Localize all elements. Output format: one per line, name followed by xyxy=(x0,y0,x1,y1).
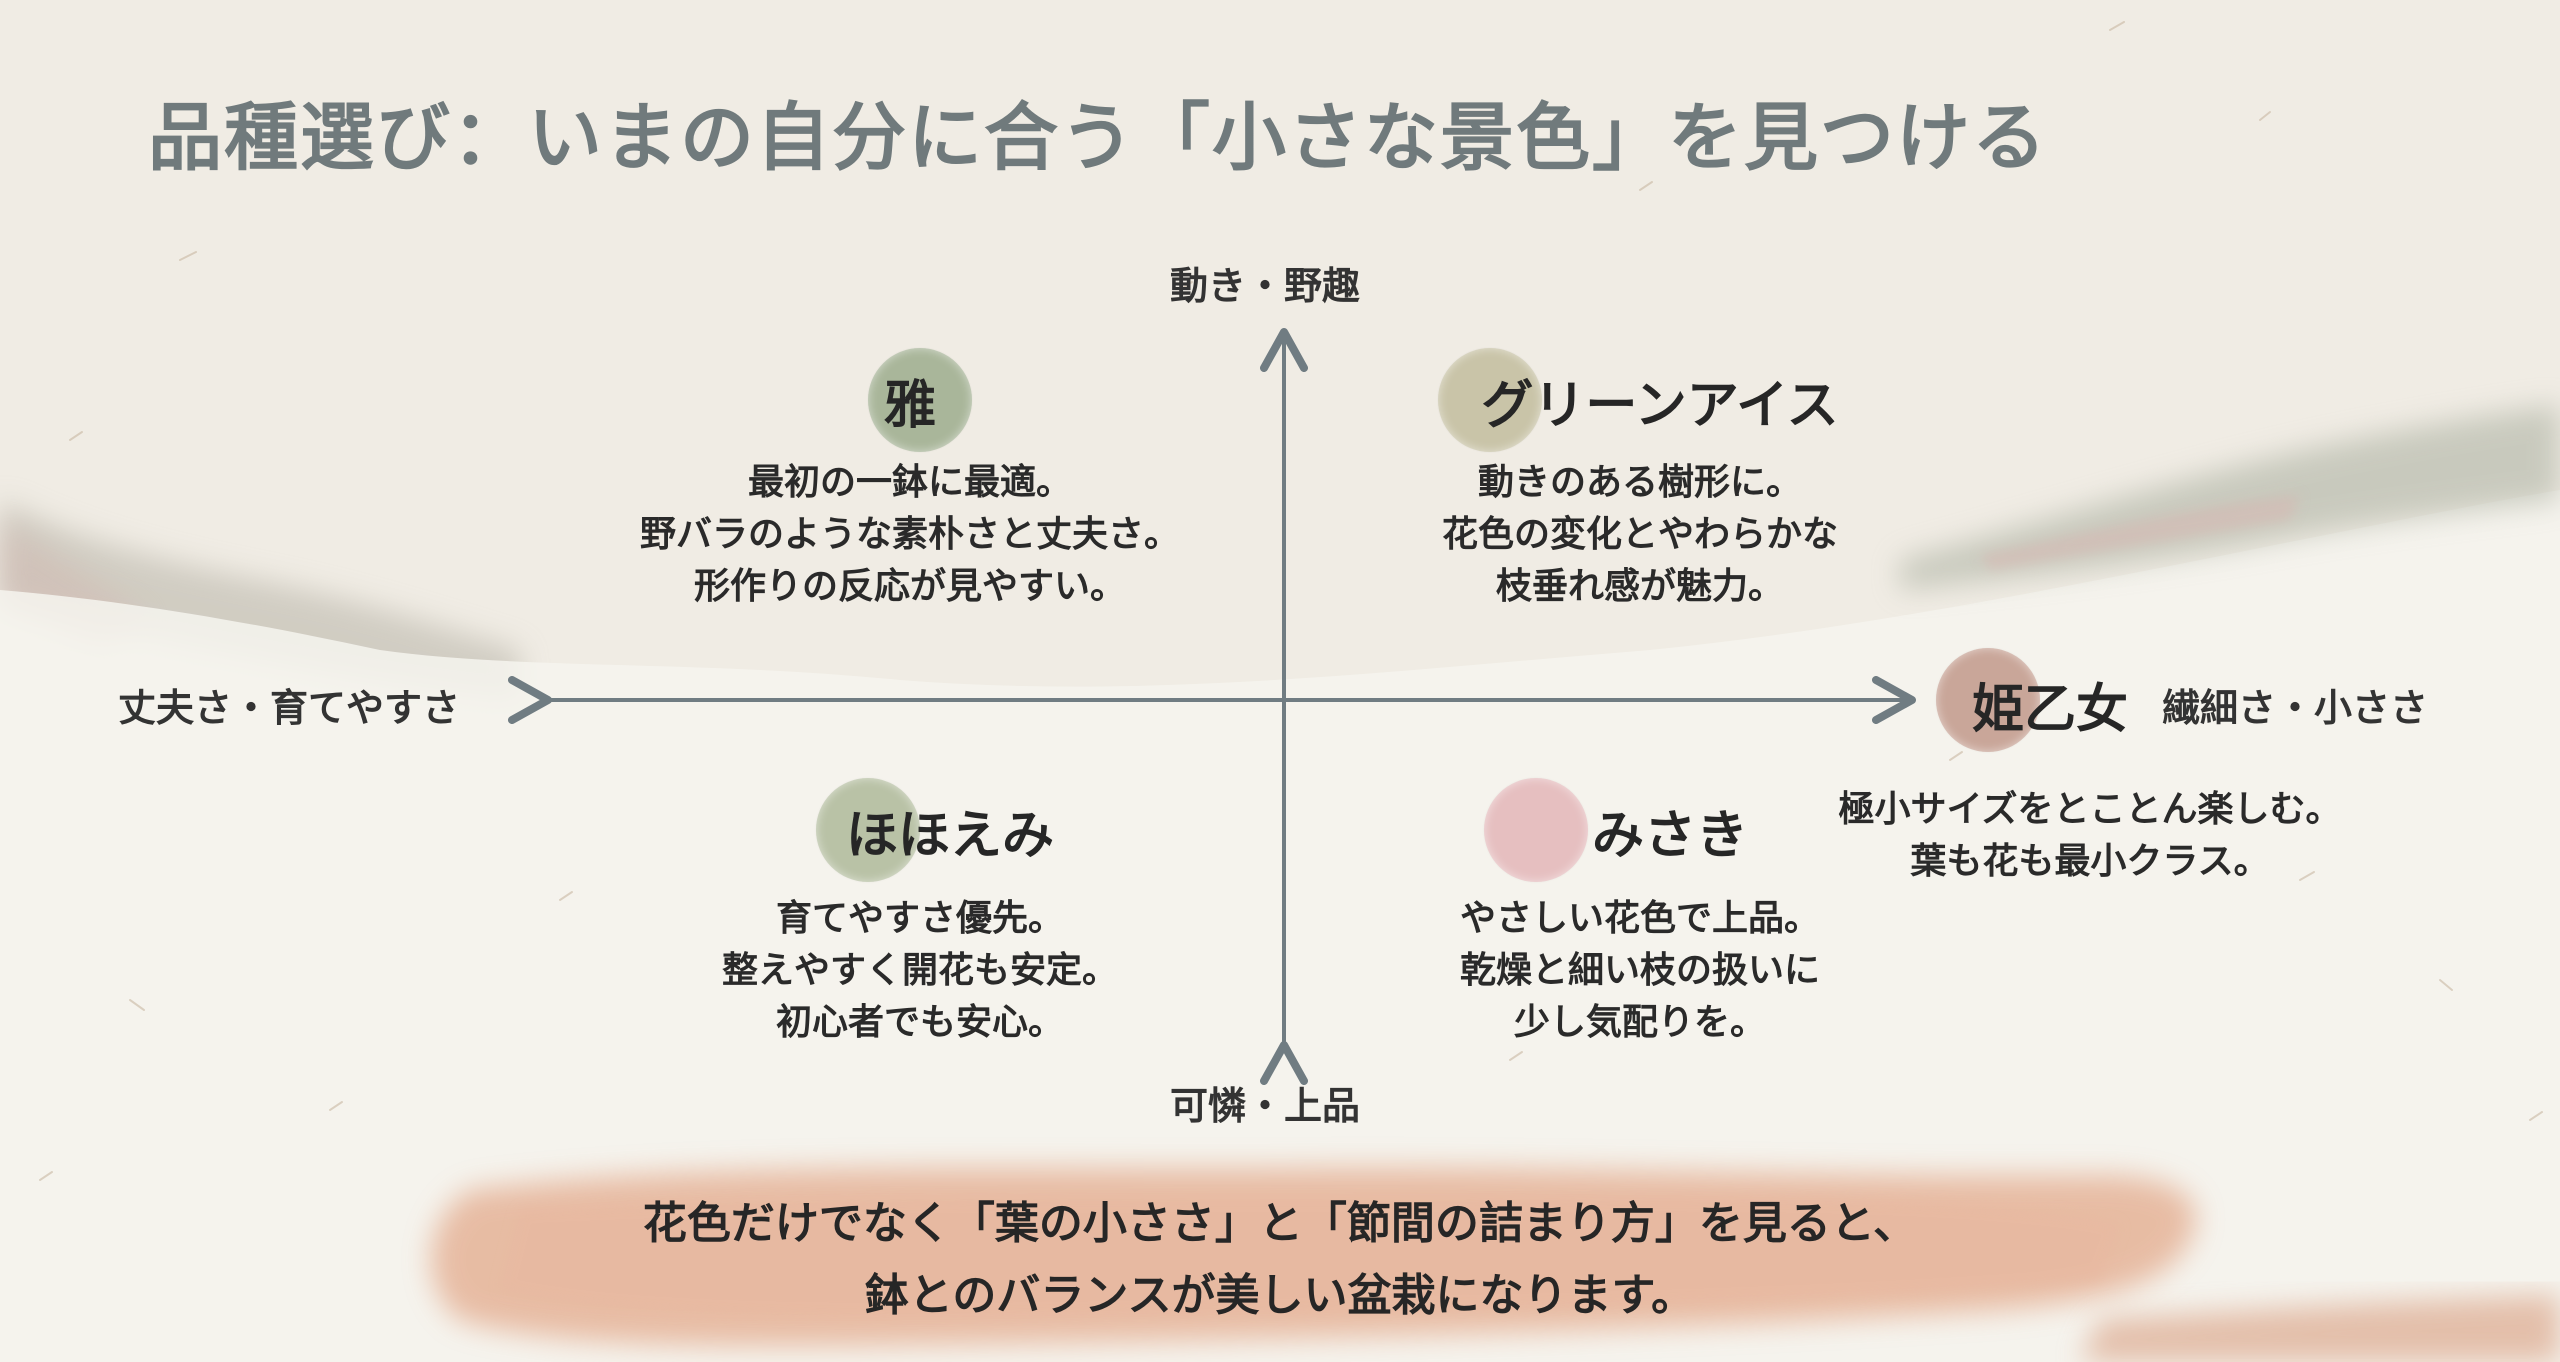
variety-desc-line: 少し気配りを。 xyxy=(1513,1002,1766,1043)
axis-label-right: 繊細さ・小ささ xyxy=(2162,686,2429,730)
variety-marker xyxy=(1438,348,1542,452)
variety-himeotome-desc: 極小サイズをとことん楽しむ。 葉も花も最小クラス。 xyxy=(1740,784,2440,888)
variety-desc-line: 極小サイズをとことん楽しむ。 xyxy=(1838,789,2342,830)
variety-himeotome-head: 姫乙女 xyxy=(1930,645,2150,755)
page-title: 品種選び：いまの自分に合う「小さな景色」を見つける xyxy=(148,95,2048,181)
variety-desc-line: 動きのある樹形に。 xyxy=(1477,462,1802,503)
variety-miyabi: 雅 最初の一鉢に最適。 野バラのような素朴さと丈夫さ。 形作りの反応が見やすい。 xyxy=(590,345,1230,613)
variety-name: グリーンアイス xyxy=(1481,375,1839,436)
axis-label-top: 動き・野趣 xyxy=(1170,264,1361,308)
variety-marker xyxy=(816,778,920,882)
variety-desc-line: 最初の一鉢に最適。 xyxy=(747,462,1072,503)
variety-name: 雅 xyxy=(883,375,936,436)
variety-desc-line: 育てやすさ優先。 xyxy=(775,898,1064,939)
variety-marker xyxy=(1936,648,2040,752)
variety-marker xyxy=(1484,778,1588,882)
variety-desc-line: 葉も花も最小クラス。 xyxy=(1910,841,2270,882)
variety-name: 姫乙女 xyxy=(1972,680,2129,740)
axis-label-bottom: 可憐・上品 xyxy=(1170,1084,1361,1128)
variety-misaki: みさき やさしい花色で上品。 乾燥と細い枝の扱いに 少し気配りを。 xyxy=(1360,775,1920,1049)
variety-desc-line: 形作りの反応が見やすい。 xyxy=(693,566,1126,607)
variety-desc-line: やさしい花色で上品。 xyxy=(1459,898,1820,939)
variety-name: みさき xyxy=(1591,805,1748,866)
footer-line-2: 鉢とのバランスが美しい盆栽になります。 xyxy=(864,1270,1696,1321)
footer-line-1: 花色だけでなく「葉の小ささ」と「節間の詰まり方」を見ると、 xyxy=(642,1198,1918,1249)
variety-hohoemi: ほほえみ 育てやすさ優先。 整えやすく開花も安定。 初心者でも安心。 xyxy=(620,775,1220,1049)
variety-marker xyxy=(868,348,972,452)
variety-desc-line: 整えやすく開花も安定。 xyxy=(721,950,1118,991)
variety-green-ice: グリーンアイス 動きのある樹形に。 花色の変化とやわらかな 枝垂れ感が魅力。 xyxy=(1370,345,1910,613)
variety-name: ほほえみ xyxy=(845,805,1054,866)
variety-desc-line: 野バラのような素朴さと丈夫さ。 xyxy=(639,514,1180,555)
variety-desc-line: 枝垂れ感が魅力。 xyxy=(1495,566,1784,607)
variety-desc-line: 花色の変化とやわらかな xyxy=(1441,514,1838,555)
axis-label-left: 丈夫さ・育てやすさ xyxy=(118,686,461,730)
variety-desc-line: 乾燥と細い枝の扱いに xyxy=(1459,950,1820,991)
variety-desc-line: 初心者でも安心。 xyxy=(775,1002,1064,1043)
footer-note: 花色だけでなく「葉の小ささ」と「節間の詰まり方」を見ると、 鉢とのバランスが美し… xyxy=(280,1188,2280,1332)
